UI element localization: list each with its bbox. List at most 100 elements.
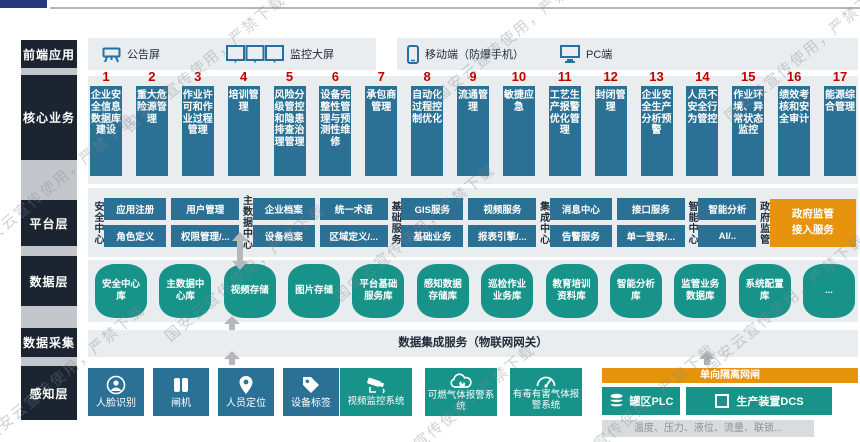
database: 视频存储 xyxy=(223,264,276,318)
sense-system: 有毒有害气体报警系统 xyxy=(510,368,582,416)
up-arrow xyxy=(699,351,715,365)
core-business-item: 能源综合管理 xyxy=(824,86,856,176)
platform-service: GIS服务 xyxy=(401,198,464,220)
database: 系统配置库 xyxy=(738,264,791,318)
sense-devices: 人脸识别 闸机 人员定位 设备标签 xyxy=(88,368,339,416)
rail-frontend: 前端应用 xyxy=(21,40,77,68)
core-column: 8 自动化过程控制优化 xyxy=(411,68,444,176)
core-business-item: 人员不安全行为管控 xyxy=(686,86,719,176)
frontend-label: 监控大屏 xyxy=(290,49,334,61)
platform-group: 应用注册 用户管理 角色定义 权限管理/... xyxy=(104,198,240,247)
frontend-row-bg-left xyxy=(88,38,376,70)
data-row-bg xyxy=(88,260,858,322)
column-number: 1 xyxy=(102,69,110,84)
collect-row-bg xyxy=(88,330,858,357)
rail-collect: 数据采集 xyxy=(21,328,77,357)
location-pin-icon xyxy=(236,375,256,395)
sense-device: 设备标签 xyxy=(283,368,339,416)
frontend-item: 移动端（防爆手机） xyxy=(407,44,524,64)
platform-service: 接口服务 xyxy=(616,198,685,220)
billboard-icon xyxy=(102,46,121,63)
tank-plc-label: 罐区PLC xyxy=(629,396,674,408)
column-number: 16 xyxy=(786,69,802,84)
divider-line xyxy=(50,7,860,9)
database: 巡检作业业务库 xyxy=(481,264,534,318)
sense-system-label: 视频监控系统 xyxy=(347,395,405,407)
platform-service: 区域定义/... xyxy=(319,225,388,247)
up-arrow xyxy=(224,316,240,330)
database: 平台基础服务库 xyxy=(352,264,405,318)
frontend-label: PC端 xyxy=(586,49,613,61)
database: 监管业务数据库 xyxy=(674,264,727,318)
frontend-label: 公告屏 xyxy=(127,49,160,61)
sense-device-label: 闸机 xyxy=(171,397,191,409)
column-number: 7 xyxy=(377,69,385,84)
core-business-item: 自动化过程控制优化 xyxy=(411,86,444,176)
sense-system: 视频监控系统 xyxy=(340,368,412,416)
column-number: 2 xyxy=(148,69,156,84)
column-number: 11 xyxy=(557,69,572,84)
column-number: 8 xyxy=(423,69,431,84)
core-business-item: 敏捷应急 xyxy=(502,86,535,176)
pc-icon xyxy=(560,45,580,63)
database: 主数据中心库 xyxy=(159,264,212,318)
frontend-label: 移动端（防爆手机） xyxy=(425,49,524,61)
data-layer: 安全中心库 主数据中心库 视频存储 图片存储 平台基础服务库 感知数据存储库 巡… xyxy=(95,264,855,318)
sense-system: 可燃气体报警系统 xyxy=(425,368,497,416)
slide-accent-bar xyxy=(0,0,47,8)
core-column: 10 敏捷应急 xyxy=(502,68,535,176)
platform-service: AI/.. xyxy=(698,225,757,247)
sense-device: 人脸识别 xyxy=(88,368,144,416)
one-way-isolation-gateway: 单向隔离网闸 xyxy=(602,368,858,383)
column-number: 10 xyxy=(511,69,527,84)
platform-service: 权限管理/... xyxy=(171,225,240,247)
core-business-item: 绩效考核和安全审计 xyxy=(778,86,811,176)
platform-group: 智能分析 AI/.. xyxy=(698,198,757,247)
gov-access-label: 政府监管接入服务 xyxy=(791,207,834,236)
platform-service: 单一登录/... xyxy=(616,225,685,247)
column-number: 6 xyxy=(331,69,339,84)
tank-plc-box: 罐区PLC xyxy=(602,387,680,415)
database: 教育培训资料库 xyxy=(545,264,598,318)
platform-group: GIS服务 视频服务 基础业务 报表引擎/... xyxy=(401,198,537,247)
gate-icon xyxy=(171,375,191,395)
sense-device-label: 人脸识别 xyxy=(96,397,136,409)
database-ellipsis: ... xyxy=(802,264,855,318)
frontend-item: 监控大屏 xyxy=(226,45,334,63)
sense-system-label: 有毒有害气体报警系统 xyxy=(512,388,580,411)
rail-data: 数据层 xyxy=(21,256,77,306)
core-business-item: 企业安全生产分析预警 xyxy=(640,86,673,176)
database: 智能分析库 xyxy=(609,264,662,318)
core-business-item: 流通管理 xyxy=(457,86,489,176)
platform-group-title: 基础服务 xyxy=(389,200,401,245)
frontend-panel-right: 移动端（防爆手机） PC端 xyxy=(407,38,847,70)
platform-group: 企业档案 统一术语 设备档案 区域定义/... xyxy=(252,198,388,247)
rail-sense: 感知层 xyxy=(21,366,77,420)
database: 感知数据存储库 xyxy=(416,264,469,318)
iot-gateway-label: 数据集成服务（物联网网关） xyxy=(398,337,548,349)
core-business-item: 封闭管理 xyxy=(594,86,627,176)
platform-group-title: 智能中心 xyxy=(686,200,698,245)
platform-service: 用户管理 xyxy=(171,198,240,220)
tag-icon xyxy=(301,375,321,395)
platform-service: 消息中心 xyxy=(549,198,612,220)
column-number: 17 xyxy=(832,69,848,84)
core-column: 17 能源综合管理 xyxy=(824,68,856,176)
platform-service: 视频服务 xyxy=(468,198,537,220)
rail-platform: 平台层 xyxy=(21,200,77,246)
platform-layer: 安全中心 应用注册 用户管理 角色定义 权限管理/... 主数据中心 企业档案 … xyxy=(92,191,856,254)
core-business-item: 作业环境、异常状态监控 xyxy=(732,86,765,176)
sense-device-label: 设备标签 xyxy=(291,397,331,409)
